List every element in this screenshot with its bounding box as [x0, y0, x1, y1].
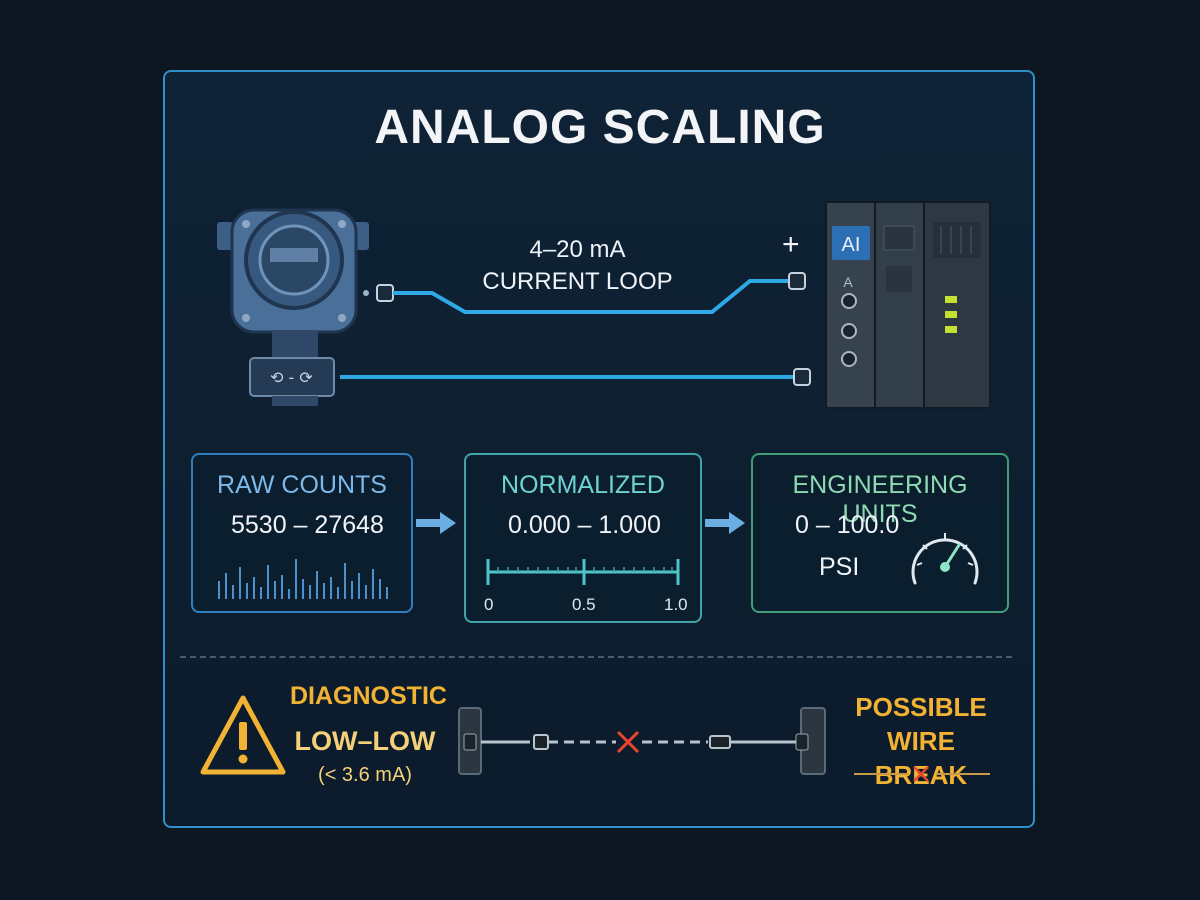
raw-counts-card: RAW COUNTS 5530 – 27648: [191, 453, 413, 613]
diagnostic-level: LOW–LOW: [294, 726, 436, 756]
engineering-units-card: ENGINEERING UNITS 0 – 100.0 PSI: [751, 453, 1009, 613]
svg-text:⟲ - ⟳: ⟲ - ⟳: [270, 368, 313, 387]
plc-rack-icon: AI A: [825, 201, 991, 409]
diagram-title: ANALOG SCALING: [374, 101, 826, 154]
positive-terminal-sign: +: [782, 228, 800, 261]
gauge-icon: [911, 533, 979, 585]
raw-counts-range: 5530 – 27648: [231, 511, 384, 539]
terminal-label: A: [843, 274, 853, 290]
normalized-scale-bar: [486, 559, 680, 585]
scale-label-mid: 0.5: [572, 595, 596, 614]
wire-break-line1: POSSIBLE: [855, 692, 987, 722]
normalized-range: 0.000 – 1.000: [508, 511, 661, 539]
wire-break-diagram: [458, 707, 826, 775]
engineering-units-unit: PSI: [819, 553, 860, 581]
loop-type-label: CURRENT LOOP: [482, 268, 673, 295]
loop-wires: [340, 272, 811, 386]
engineering-units-range: 0 – 100.0: [795, 511, 900, 539]
section-divider: [180, 656, 1012, 658]
normalized-card: NORMALIZED 0.000 – 1.000 0 0.5 1.0: [464, 453, 702, 623]
arrow-right-icon: [705, 512, 745, 534]
diagnostic-heading: DIAGNOSTIC: [290, 682, 447, 710]
raw-counts-title: RAW COUNTS: [217, 471, 387, 499]
ai-module-label: AI: [842, 234, 861, 256]
diagram-panel: [163, 70, 1035, 828]
arrow-right-icon: [416, 512, 456, 534]
loop-current-label: 4–20 mA: [529, 236, 626, 263]
warning-icon: [200, 695, 286, 775]
normalized-title: NORMALIZED: [501, 471, 665, 499]
broken-wire-icon: [854, 766, 990, 782]
pressure-transmitter-icon: ⟲ - ⟳: [217, 208, 369, 406]
scale-label-min: 0: [484, 595, 494, 614]
scale-label-max: 1.0: [664, 595, 688, 614]
raw-signal-bars-icon: [218, 559, 388, 599]
engineering-units-title: ENGINEERING UNITS: [792, 471, 968, 528]
diagnostic-threshold: (< 3.6 mA): [318, 764, 412, 786]
